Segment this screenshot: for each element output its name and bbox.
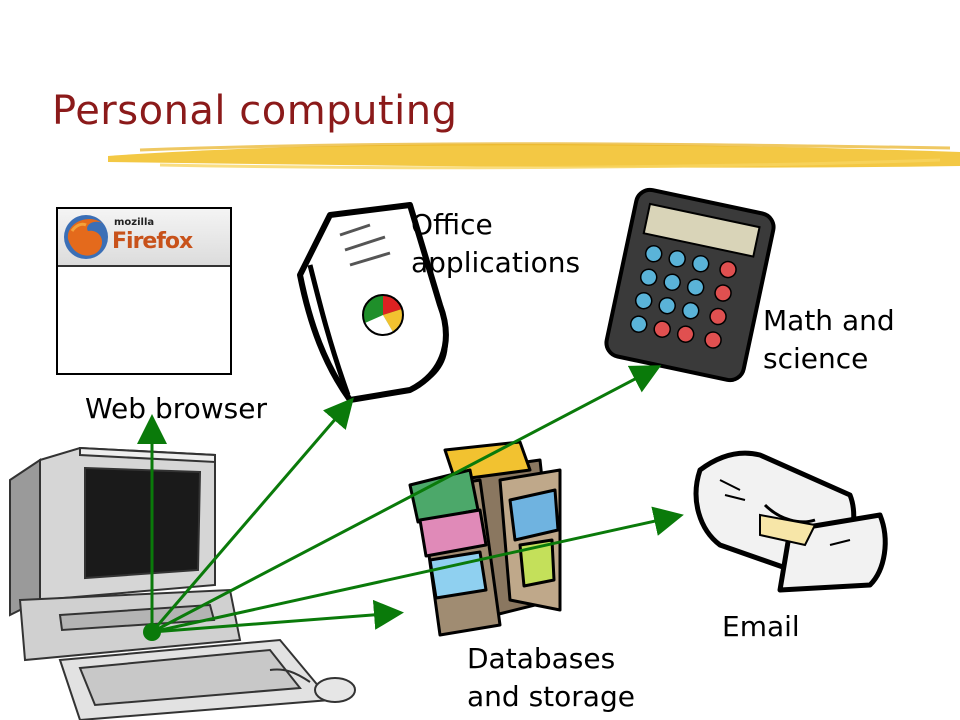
arrow-to-office [150, 397, 354, 633]
label-databases-line-1: Databases [467, 642, 616, 675]
origin-dot [143, 623, 161, 641]
arrow-to-email [151, 506, 684, 634]
label-office-line-1: Office [411, 208, 493, 241]
label-databases-storage: Databases and storage [467, 640, 635, 716]
label-math-line-2: science [763, 342, 869, 375]
label-office-applications: Office applications [411, 206, 580, 282]
browser-logo-bar: mozilla Firefox [58, 209, 230, 267]
label-databases-line-2: and storage [467, 680, 635, 713]
browser-window: mozilla Firefox [56, 207, 232, 375]
label-email: Email [722, 610, 800, 643]
brand-name-text: Firefox [112, 229, 193, 254]
arrow-to-databases [151, 599, 404, 634]
firefox-logo-icon [64, 215, 108, 259]
label-math-science: Math and science [763, 302, 895, 378]
label-math-line-1: Math and [763, 304, 895, 337]
label-office-line-2: applications [411, 246, 581, 279]
brand-small-text: mozilla [114, 217, 155, 228]
arrow-to-math [151, 365, 662, 634]
label-web-browser: Web browser [85, 392, 267, 425]
slide-title: Personal computing [52, 88, 458, 134]
